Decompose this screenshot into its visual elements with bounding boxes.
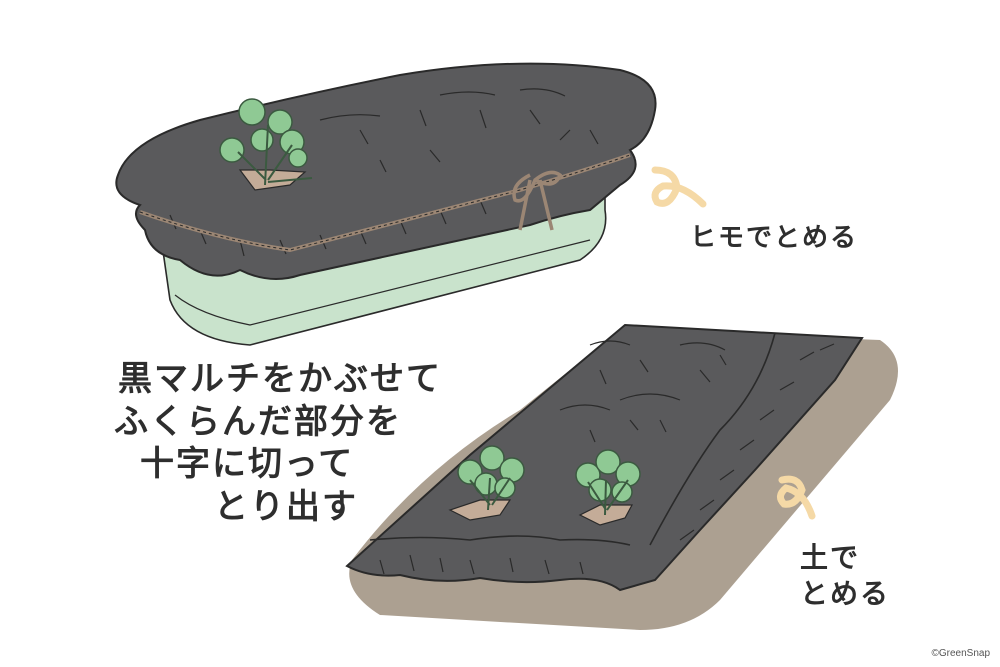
main-caption: 黒マルチをかぶせて ふくらんだ部分を 十字に切って とり出す: [114, 358, 442, 528]
plant-top: [219, 98, 313, 191]
rope: [139, 153, 631, 253]
plant-right: [575, 449, 641, 526]
copyright-credit: ©GreenSnap: [931, 648, 990, 659]
arrow-rope-icon: [651, 166, 707, 208]
main-caption-line-1: 黒マルチをかぶせて: [118, 359, 442, 399]
plant-left: [448, 445, 525, 521]
main-caption-line-3: 十字に切って: [140, 444, 355, 484]
rope-caption: ヒモでとめる: [690, 223, 859, 253]
soil-caption: 土で とめる: [800, 540, 890, 613]
main-caption-line-2: ふくらんだ部分を: [114, 401, 402, 442]
arrow-soil-icon: [777, 475, 816, 520]
soil-caption-line-2: とめる: [800, 577, 891, 611]
main-caption-line-4: とり出す: [214, 486, 358, 527]
soil-caption-line-1: 土で: [800, 541, 861, 574]
